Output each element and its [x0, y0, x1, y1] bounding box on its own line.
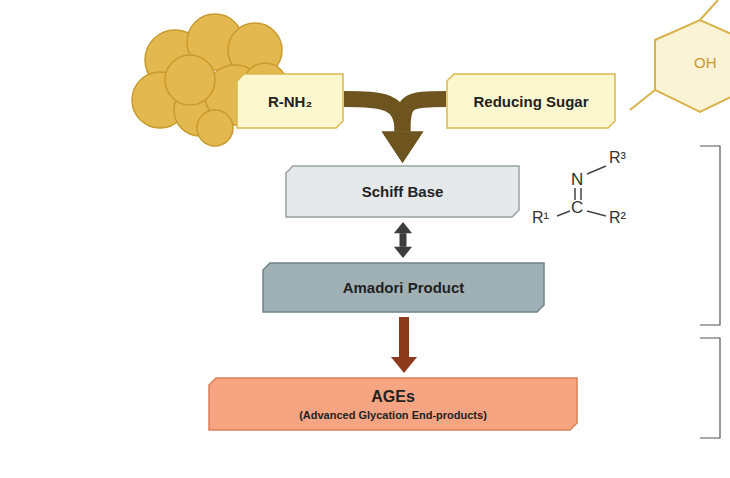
stage-bracket	[700, 146, 720, 438]
box-label: Schiff Base	[362, 183, 444, 200]
box-label: AGEs	[371, 388, 415, 406]
structure-label: N	[571, 171, 583, 188]
structure-label: R³	[609, 150, 626, 166]
imine-structure	[557, 166, 606, 216]
structure-label: R¹	[532, 210, 549, 226]
structure-label: OH	[694, 55, 717, 70]
flow-arrow	[394, 222, 412, 258]
box-label: Amadori Product	[343, 279, 465, 296]
process-box: Schiff Base	[285, 165, 520, 218]
structure-label: R²	[609, 210, 626, 226]
sugar-ring	[630, 0, 730, 112]
box-label: Reducing Sugar	[473, 93, 588, 110]
sugar-box: Reducing Sugar	[446, 73, 616, 129]
structure-label: C	[571, 199, 583, 216]
box-sublabel: (Advanced Glycation End-products)	[299, 409, 487, 421]
flow-arrow	[391, 317, 417, 373]
process-box: Amadori Product	[262, 262, 545, 313]
box-label: R-NH₂	[268, 93, 312, 110]
result-box: AGEs (Advanced Glycation End-products)	[208, 377, 578, 431]
flow-arrow	[382, 99, 446, 163]
amine-box: R-NH₂	[236, 73, 344, 129]
